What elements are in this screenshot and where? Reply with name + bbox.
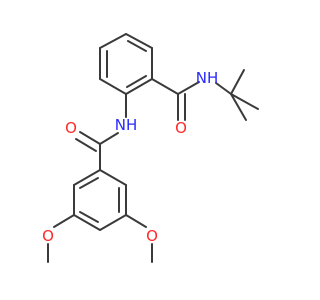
atom-label-h-top: NH [196,69,219,87]
bond-tbu-1 [230,69,245,95]
bond-ring2-to-ome-right [125,214,147,228]
atom-labels: NH O NH O O O [42,69,218,245]
bond-co-left-b [75,138,97,152]
bond-n-tbu [215,82,232,95]
bond-tbu-3 [230,93,247,121]
bond-ring-to-carbonyl-top [151,78,179,95]
bond-ring2-d [73,214,101,231]
atom-label-o-ome-right: O [146,227,158,245]
bond-ring1-f [99,33,127,49]
bond-ring2-a [99,169,127,186]
bond-cn-top [177,81,200,95]
atom-label-o-ome-left: O [42,227,54,245]
bond-ring1-c [125,78,153,95]
bond-co-left-a [79,131,101,145]
structure-svg: NH O NH O O O [42,33,259,263]
bond-ring1-d [99,78,127,95]
atom-label-o-top: O [175,119,187,137]
bond-nh-to-carbonyl [99,132,119,145]
bond-ring1-double-1 [127,40,147,52]
atom-label-nh-mid: NH [115,116,138,134]
bond-tbu-2 [230,93,259,110]
bond-ring2-c [99,214,127,231]
bond-ring2-to-ome-left [53,214,75,228]
molecule-structure-diagram: NH O NH O O O [42,33,259,263]
bonds [47,33,259,263]
bond-ring2-double-3 [79,177,99,189]
bond-ring2-double-2 [79,211,99,223]
bond-ring2-f [73,169,101,186]
atom-label-o-left: O [65,119,77,137]
bond-ring1-a [125,33,153,49]
bond-ring1-double-2 [126,75,147,88]
